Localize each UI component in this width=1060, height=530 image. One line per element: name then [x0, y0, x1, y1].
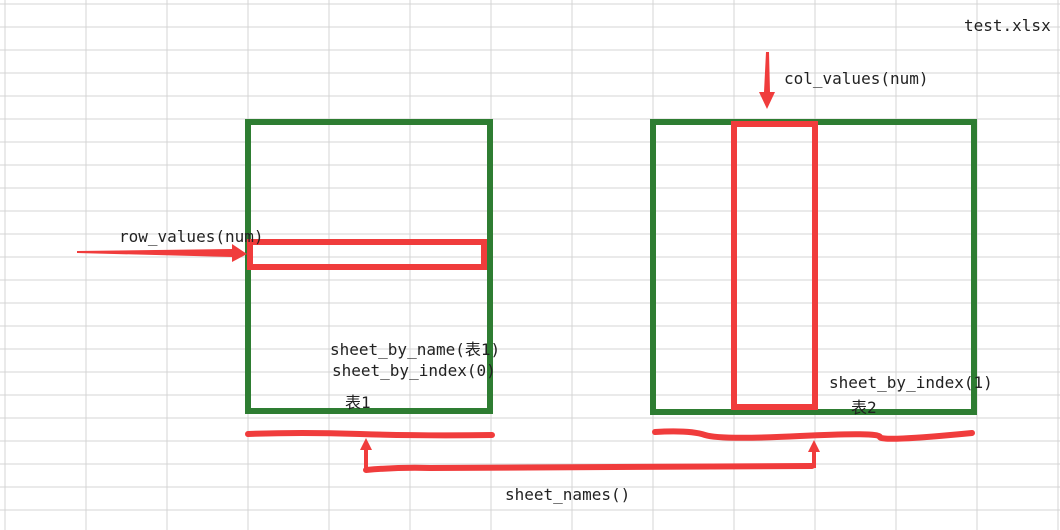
sheet1-underline: [245, 430, 495, 439]
file-name-label: test.xlsx: [964, 16, 1051, 35]
sheet-names-connector: [363, 463, 815, 473]
sheet2-underline: [652, 428, 975, 442]
sheet-by-name-label: sheet_by_name(表1): [330, 340, 500, 359]
sheet-names-arrowhead-left: [360, 438, 372, 450]
sheet1-name-label: 表1: [345, 393, 371, 412]
sheet-names-arrowhead-right: [808, 440, 820, 452]
col-values-label: col_values(num): [784, 69, 929, 88]
row-values-label: row_values(num): [119, 227, 264, 246]
row-values-arrow: [77, 244, 247, 262]
sheet-names-label: sheet_names(): [505, 485, 630, 504]
sheet2-name-label: 表2: [851, 398, 877, 417]
sheet-by-index-0-label: sheet_by_index(0): [332, 361, 496, 380]
sheet-by-index-1-label: sheet_by_index(1): [829, 373, 993, 392]
col-values-arrow: [759, 52, 775, 109]
column-highlight: [731, 121, 818, 410]
row-highlight: [247, 239, 487, 270]
